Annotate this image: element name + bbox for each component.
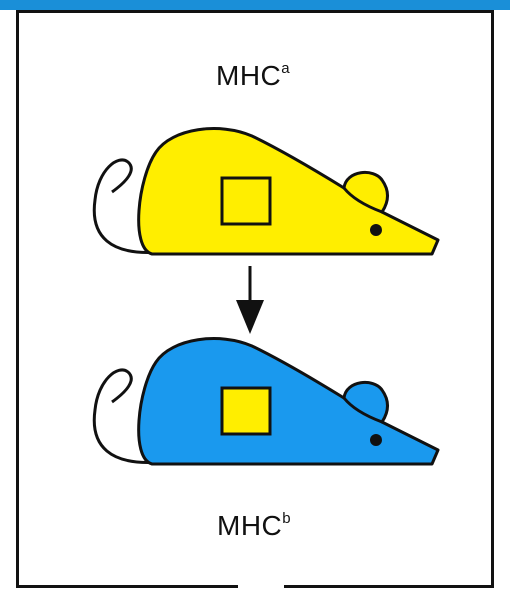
recipient-mhc-text: MHC [217,510,282,541]
recipient-mouse-icon [94,339,438,464]
recipient-mouse-eye [370,434,382,446]
recipient-graft-square-icon [222,388,270,434]
donor-mouse-eye [370,224,382,236]
recipient-mhc-superscript: b [282,510,291,527]
donor-mouse-body [139,129,438,254]
donor-graft-square-icon [222,178,270,224]
donor-mouse-icon [94,129,438,254]
transfer-arrow-down-icon [236,266,264,334]
recipient-mouse-body [139,339,438,464]
recipient-mhc-label: MHCb [217,512,291,540]
